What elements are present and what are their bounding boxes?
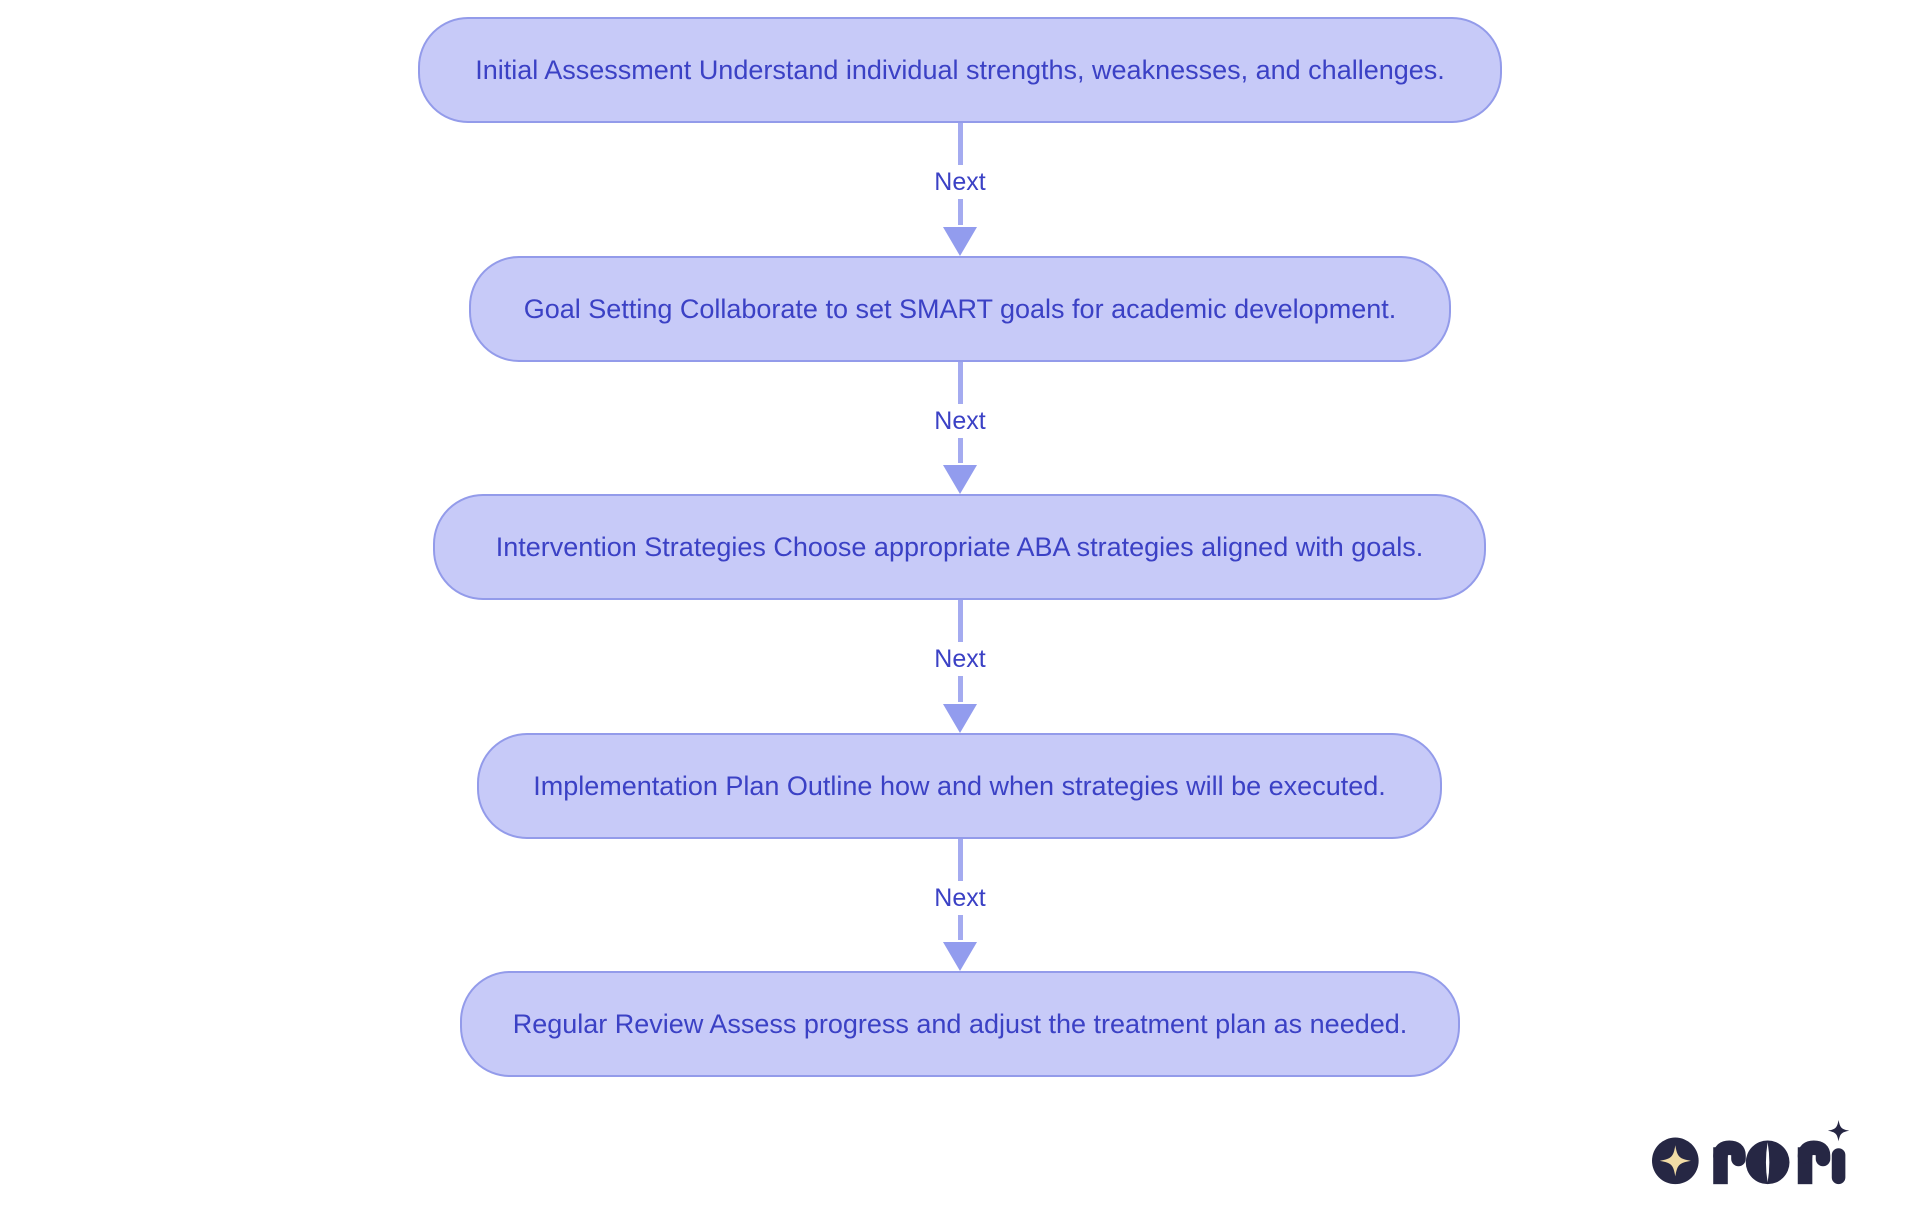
logo-wordmark — [1713, 1120, 1850, 1185]
sparkle-icon — [1659, 1145, 1691, 1177]
connector-label: Next — [934, 168, 986, 196]
connector-2: Next — [877, 362, 1043, 494]
sparkle-icon — [1827, 1120, 1850, 1142]
arrowhead-down-icon — [943, 704, 977, 733]
connector-label: Next — [934, 884, 986, 912]
connector-label: Next — [934, 407, 986, 435]
connector-line — [957, 915, 963, 940]
arrowhead-down-icon — [943, 942, 977, 971]
connector-label: Next — [934, 645, 986, 673]
step-node-initial-assessment: Initial Assessment Understand individual… — [418, 17, 1502, 123]
connector-line — [957, 123, 963, 165]
arrowhead-down-icon — [943, 465, 977, 494]
connector-3: Next — [877, 600, 1043, 733]
step-node-label: Intervention Strategies Choose appropria… — [495, 531, 1424, 562]
connector-line — [957, 676, 963, 702]
step-node-label: Regular Review Assess progress and adjus… — [512, 1008, 1408, 1039]
connector-line — [957, 600, 963, 642]
connector-line — [957, 362, 963, 404]
connector-line — [957, 438, 963, 463]
step-node-label: Implementation Plan Outline how and when… — [533, 770, 1386, 801]
connector-1: Next — [877, 123, 1043, 256]
connector-line — [957, 199, 963, 225]
rori-logo — [1652, 1120, 1850, 1185]
step-node-label: Initial Assessment Understand individual… — [475, 54, 1445, 85]
step-node-regular-review: Regular Review Assess progress and adjus… — [460, 971, 1460, 1077]
connector-4: Next — [877, 839, 1043, 971]
arrowhead-down-icon — [943, 227, 977, 256]
logo-circle-mark — [1652, 1137, 1699, 1185]
step-node-implementation-plan: Implementation Plan Outline how and when… — [477, 733, 1442, 839]
step-node-label: Goal Setting Collaborate to set SMART go… — [523, 293, 1397, 324]
step-node-goal-setting: Goal Setting Collaborate to set SMART go… — [469, 256, 1451, 362]
connector-line — [957, 839, 963, 881]
step-node-intervention-strategies: Intervention Strategies Choose appropria… — [433, 494, 1486, 600]
